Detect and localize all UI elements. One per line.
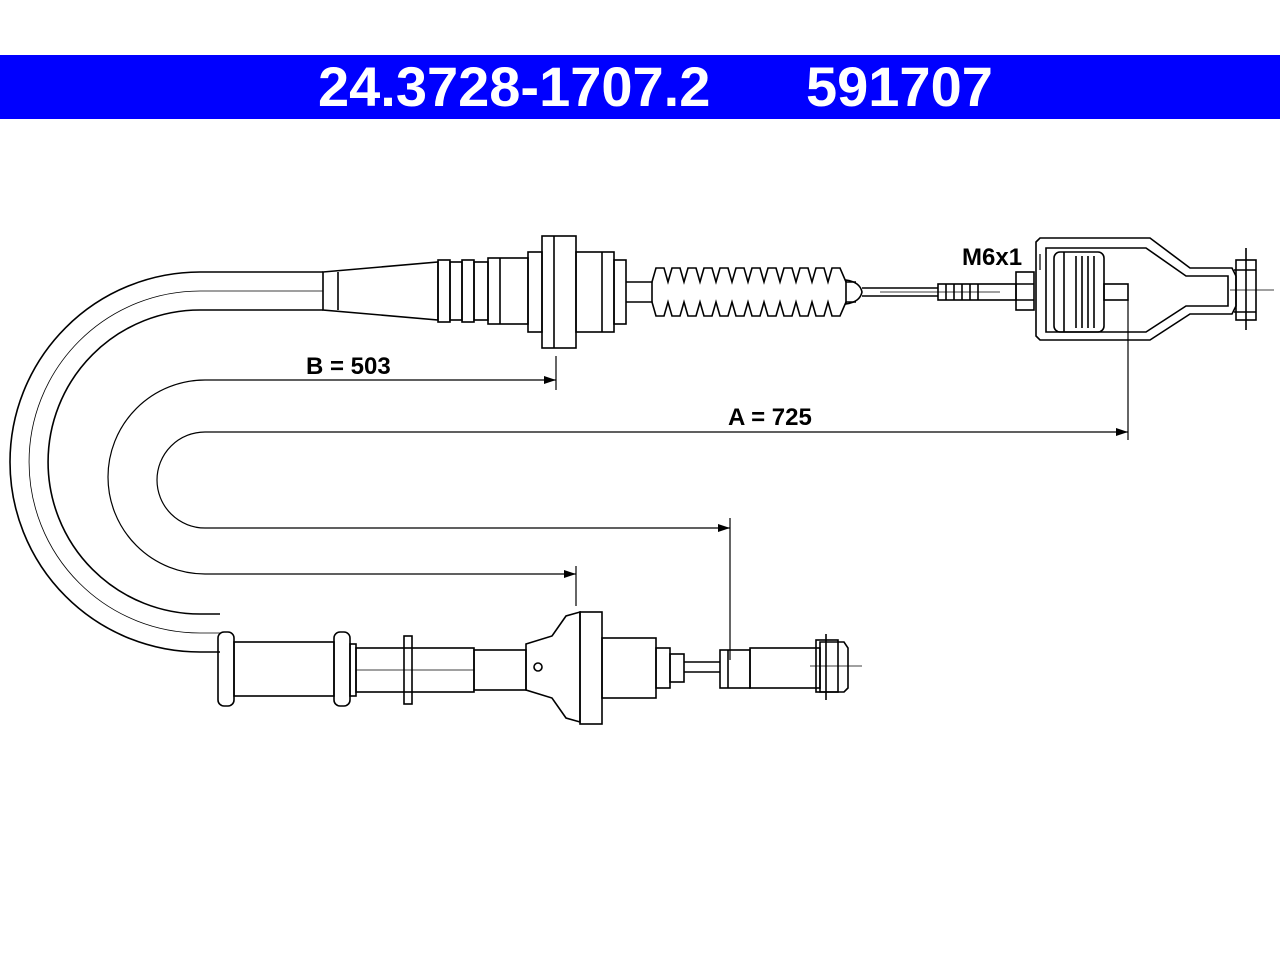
cable-sheath: [9, 271, 323, 653]
thread-label: M6x1: [962, 244, 1022, 271]
upper-end-fitting: [322, 235, 1274, 349]
header-bar: 24.3728-1707.2 591707: [0, 55, 1280, 119]
dimension-a-label: A = 725: [728, 404, 812, 431]
dimension-lines: [107, 300, 1129, 660]
lower-end-fitting: [217, 610, 862, 725]
reference-number: 591707: [806, 55, 993, 118]
part-number: 24.3728-1707.2: [318, 55, 711, 118]
dimension-arrows: [544, 376, 1128, 578]
dimension-b-label: B = 503: [306, 353, 391, 380]
